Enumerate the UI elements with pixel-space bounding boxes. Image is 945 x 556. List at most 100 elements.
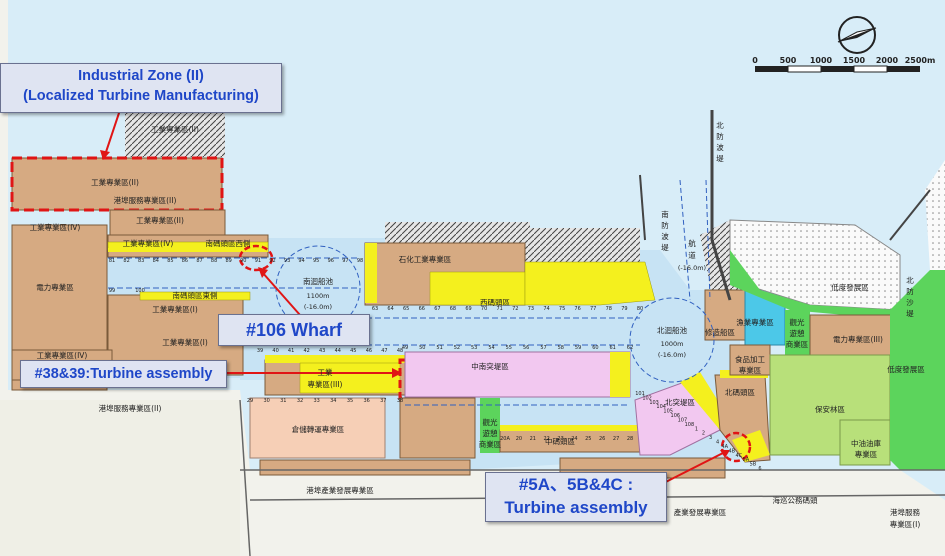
berth-number: 58 (558, 345, 564, 351)
label-port-industry-right: 產業發展專業區 (674, 507, 727, 517)
wharf-106-highlight (238, 244, 274, 272)
berth-number: 74 (543, 306, 549, 312)
label-power-iii: 電力專業區(III) (833, 334, 883, 344)
berth-number: 42 (304, 348, 310, 354)
berth-number: 48 (397, 348, 403, 354)
berth-number: 36 (364, 398, 370, 404)
label-repair-wharf: 修造船區 (705, 327, 735, 337)
berth-number: 26 (599, 436, 605, 442)
berth-number: 38 (397, 398, 403, 404)
berth-number: 20 (516, 436, 522, 442)
callout-wharf-5a-line2: Turbine assembly (504, 498, 648, 517)
zone-tourism-b (480, 398, 500, 453)
berth-number: 52 (454, 345, 460, 351)
label-north-basin: 北迴船池 (657, 325, 687, 335)
label-north-wharf: 北碼頭區 (725, 388, 755, 397)
berth-number: 80 (637, 306, 643, 312)
label-tourism-b-3: 商業區 (479, 439, 502, 449)
label-industrial-iii-2: 專業區(III) (308, 379, 343, 389)
wharf-strip-middle (500, 425, 640, 431)
wharf-strip-south-east (139, 291, 251, 301)
berth-number: 81 (109, 258, 115, 264)
channel-line-1 (679, 179, 691, 301)
label-south-breakwater-1: 南 (661, 209, 669, 219)
label-channel-1: 航 (688, 238, 696, 248)
arrow-106 (261, 271, 301, 316)
berth-number: 5A (743, 457, 750, 463)
label-south-basin-depth: (-16.0m) (304, 303, 332, 311)
label-tourism-b-2: 遊憩 (483, 428, 498, 438)
scale-tick-2500: 2500m (905, 56, 936, 65)
arrow-industrial-zone (104, 109, 121, 156)
label-tourism-a-3: 商業區 (786, 339, 809, 349)
berth-number: 85 (167, 258, 173, 264)
label-port-service-ii: 港埠服務專業區(II) (114, 195, 177, 205)
berth-number: 97 (342, 258, 348, 264)
berth-number: 89 (226, 258, 232, 264)
berth-number: 75 (559, 306, 565, 312)
berth-number: 4 (716, 440, 719, 446)
label-middle-south: 中南突堤區 (471, 361, 509, 371)
scale-tick-500: 500 (780, 56, 797, 65)
berth-number: 82 (123, 258, 129, 264)
berth-number: 4C (735, 453, 742, 459)
zone-port-industry (259, 459, 471, 476)
label-south-breakwater-3: 波 (661, 231, 669, 241)
zone-west-wharf-east (524, 261, 656, 306)
label-port-industry: 港埠產業發展專業區 (306, 485, 374, 495)
berth-number: 68 (450, 306, 456, 312)
scale-tick-1500: 1500 (843, 56, 866, 65)
berth-number: 70 (481, 306, 487, 312)
berth-number: 47 (381, 348, 387, 354)
berth-number: 86 (182, 258, 188, 264)
berth-number: 73 (528, 306, 534, 312)
berth-number: 91 (255, 258, 261, 264)
berth-number: 4A (721, 444, 728, 450)
label-food-2: 專業區 (739, 365, 762, 375)
label-south-basin-size: 1100m (307, 292, 330, 300)
zone-industrial-iii-yellow (299, 362, 401, 394)
berth-number: 64 (387, 306, 393, 312)
berth-number: 49 (402, 345, 408, 351)
berth-number: 98 (357, 258, 363, 264)
berth-number: 56 (523, 345, 529, 351)
berth-number: 59 (575, 345, 581, 351)
hatched-area-top (125, 112, 225, 157)
label-tourism-a-2: 遊憩 (790, 328, 805, 338)
label-industrial-iv-b: 工業專業區(IV) (123, 238, 174, 248)
berth-number: 53 (471, 345, 477, 351)
label-north-sand-1: 北 (906, 276, 914, 285)
berth-number: 40 (272, 348, 278, 354)
berth-number: 92 (269, 258, 275, 264)
berth-number: 95 (313, 258, 319, 264)
label-middle-pier: 中碼頭區 (545, 436, 575, 446)
wharf-strip-north-pier (680, 372, 730, 430)
berth-number: 20A (500, 436, 510, 442)
callout-wharf-5a-line1: #5A、5B&4C : (518, 475, 634, 494)
south-breakwater (639, 174, 646, 241)
label-low-dev: 低度發展區 (831, 282, 869, 292)
berth-number: 93 (284, 258, 290, 264)
label-south-breakwater-4: 堤 (661, 242, 669, 252)
berth-number: 22 (544, 436, 550, 442)
berth-number: 62 (627, 345, 633, 351)
berth-number: 44 (335, 348, 341, 354)
arrow-106-head (258, 267, 268, 278)
berth-number: 45 (350, 348, 356, 354)
wharf-strip-middle-south (610, 352, 630, 397)
berth-number: 108 (685, 422, 695, 428)
berth-number: 65 (403, 306, 409, 312)
berth-number: 87 (196, 258, 202, 264)
label-south-wharf-east: 南碼頭區東側 (173, 290, 218, 300)
road-west (239, 399, 251, 556)
label-channel-2: 道 (688, 250, 696, 260)
label-south-wharf-west: 南碼頭區西側 (206, 238, 251, 248)
berth-number: 57 (540, 345, 546, 351)
wharf-strip-b (108, 248, 268, 252)
label-industrial-iv: 工業專業區(IV) (30, 222, 81, 232)
north-arrow-icon (837, 16, 877, 54)
label-industrial-ii-top: 工業專業區(II) (151, 124, 199, 134)
zone-warehouse-b (399, 397, 476, 459)
callout-wharf-106: #106 Wharf (218, 314, 370, 346)
berth-number: 30 (264, 398, 270, 404)
